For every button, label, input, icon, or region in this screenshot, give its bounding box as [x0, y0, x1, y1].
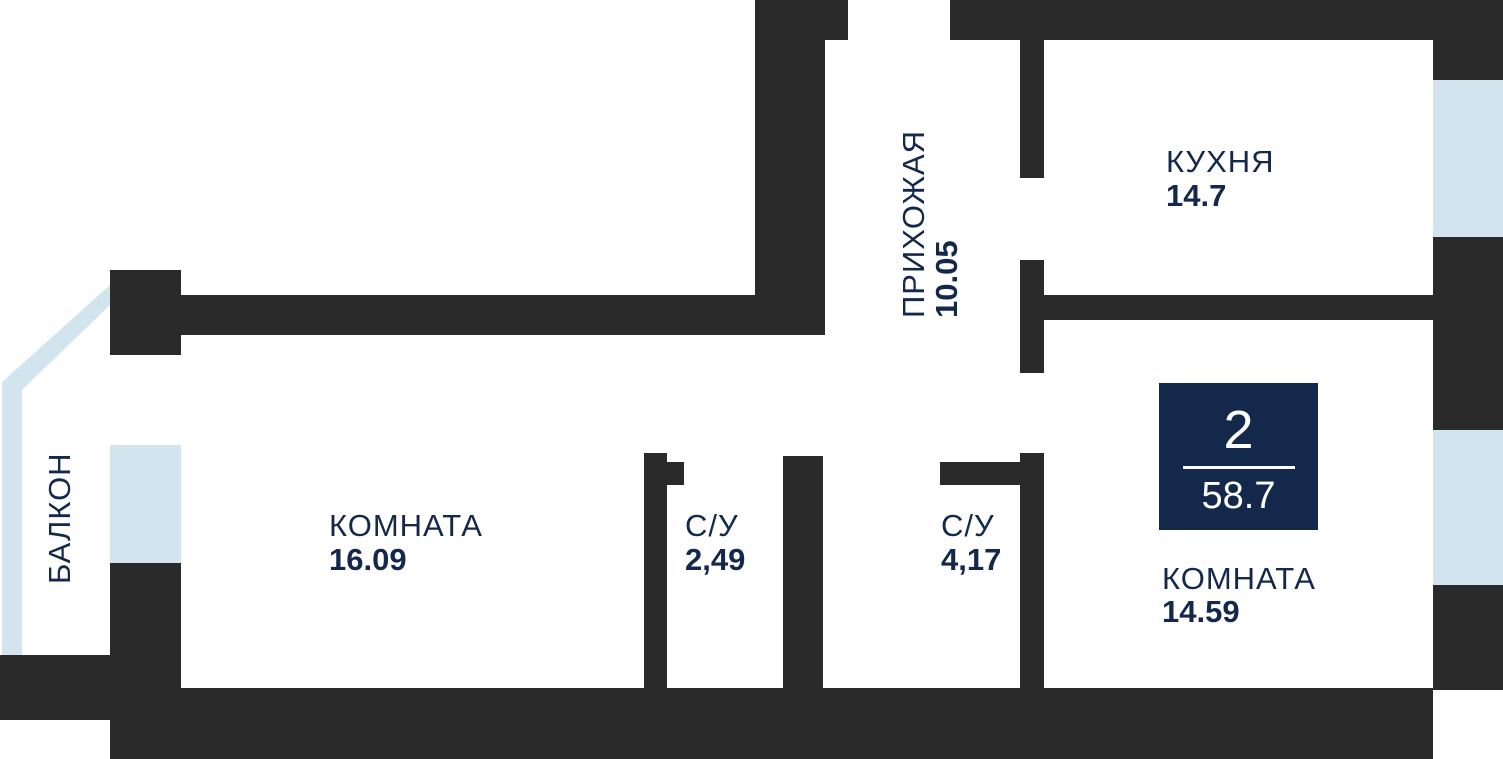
- room-bath1-area: 2,49: [685, 542, 746, 577]
- room-area: 10.05: [929, 240, 964, 318]
- room-living2-area: 14.59: [1162, 594, 1240, 629]
- room-name: ПРИХОЖАЯ: [896, 129, 931, 318]
- room-living2-name: КОМНАТА: [1162, 561, 1316, 596]
- room-living1-area: 16.09: [329, 542, 407, 577]
- window: [1433, 430, 1503, 585]
- room-bath1-name: С/У: [685, 508, 739, 543]
- divider: [1182, 466, 1295, 469]
- room-living1-name: КОМНАТА: [329, 508, 483, 543]
- room-bath2-name: С/У: [941, 508, 995, 543]
- apartment-badge: 2 58.7: [1159, 383, 1318, 530]
- balcony-glazing: [2, 285, 110, 655]
- window: [110, 445, 181, 563]
- total-area: 58.7: [1201, 475, 1276, 517]
- window: [1433, 80, 1503, 237]
- room-balcony-name: БАЛКОН: [42, 452, 77, 584]
- room-kitchen-area: 14.7: [1166, 178, 1227, 213]
- windows: [2, 80, 1503, 655]
- rooms-count: 2: [1223, 400, 1254, 460]
- room-hallway: ПРИХОЖАЯ 10.05: [896, 129, 964, 318]
- room-bath2-area: 4,17: [941, 542, 1002, 577]
- room-kitchen-name: КУХНЯ: [1166, 144, 1275, 179]
